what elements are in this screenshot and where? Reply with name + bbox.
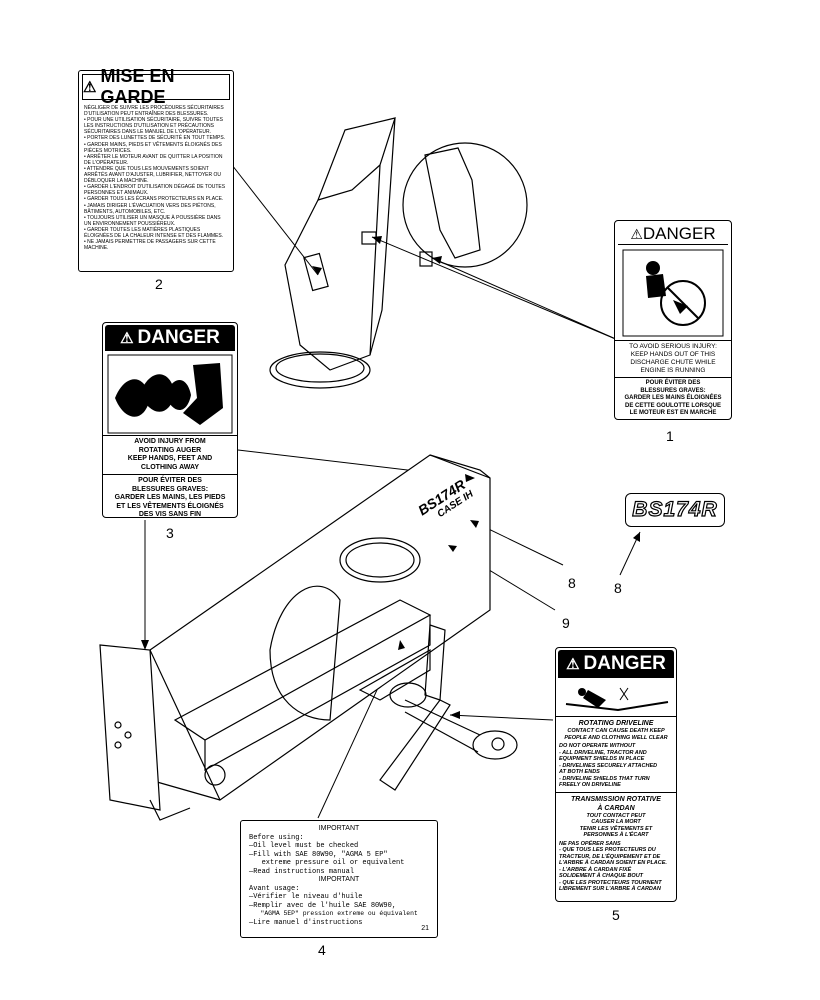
decal-5-en-list-line: EQUIPMENT SHIELDS IN PLACE — [559, 756, 645, 762]
warning-triangle-icon: ⚠ — [566, 656, 580, 673]
decal-5-english: ROTATING DRIVELINE CONTACT CAN CAUSE DEA… — [556, 716, 676, 789]
hitch-frame — [358, 624, 518, 791]
decal-3-title: DANGER — [137, 327, 220, 348]
decal-2-body-line: NÉGLIGER DE SUIVRE LES PROCÉDURES SÉCURI… — [84, 105, 224, 118]
decal-1-header: ⚠ DANGER — [618, 224, 728, 245]
decal-2-body-line: • TOUJOURS UTILISER UN MASQUE À POUSSIÈR… — [84, 214, 221, 227]
callout-8-decal: 8 — [614, 580, 622, 596]
decal-2-body-line: • PORTER DES LUNETTES DE SÉCURITÉ EN TOU… — [84, 135, 226, 142]
callout-8-machine: 8 — [568, 575, 576, 591]
decal-3-header: ⚠ DANGER — [105, 325, 235, 351]
decal-3-danger-auger: ⚠ DANGER AVOID INJURY FROM ROTATING AUGE… — [102, 322, 238, 518]
hand-in-chute-pictogram-icon — [622, 249, 724, 337]
decal-2-body-line: • ARRÊTER LE MOTEUR AVANT DE QUITTER LA … — [84, 153, 223, 166]
chute-detail-magnifier — [402, 142, 528, 268]
decal-2-title: MISE EN GARDE — [100, 66, 175, 107]
decal-2-body-line: • GARDER TOUS LES ÉCRANS PROTECTEURS EN … — [84, 196, 224, 203]
decal-2-body-line: • NE JAMAIS PERMETTRE DE PASSAGERS SUR C… — [84, 239, 216, 252]
decal-2-body-line: • GARDER TOUTES LES MATIÈRES PLASTIQUES … — [84, 226, 224, 239]
decal-1-english: TO AVOID SERIOUS INJURY: KEEP HANDS OUT … — [615, 340, 731, 375]
callout-4: 4 — [318, 942, 326, 958]
discharge-chute — [269, 117, 396, 389]
warning-triangle-icon: ⚠ — [120, 330, 134, 347]
decal-8-model-plate: BS174R — [625, 493, 725, 527]
decal-2-body: NÉGLIGER DE SUIVRE LES PROCÉDURES SÉCURI… — [79, 103, 233, 253]
decal-1-french: POUR ÉVITER DES BLESSURES GRAVES: GARDER… — [615, 377, 731, 418]
decal-2-mise-en-garde: ⚠ MISE EN GARDE NÉGLIGER DE SUIVRE LES P… — [78, 66, 234, 272]
decal-1-title: DANGER — [642, 224, 716, 243]
decal-3-english: AVOID INJURY FROM ROTATING AUGER KEEP HA… — [103, 435, 237, 472]
decal-2-body-line: • ATTENDRE QUE TOUS LES MOUVEMENTS SOIEN… — [84, 165, 221, 185]
decal-8-text: BS174R — [632, 497, 718, 521]
callout-2: 2 — [155, 276, 163, 292]
decal-5-title: DANGER — [583, 653, 666, 674]
callout-5: 5 — [612, 907, 620, 923]
decal-5-fr-list-line: TRACTEUR, DE L'ÉQUIPEMENT ET DE — [559, 853, 661, 860]
decal-5-en-list-line: - ALL DRIVELINE, TRACTOR AND — [559, 749, 647, 756]
decal-5-fr-list-line: SOLIDEMENT À CHAQUE BOUT — [559, 873, 644, 879]
decal-2-body-line: • POUR UNE UTILISATION SÉCURITAIRE, SUIV… — [84, 117, 223, 136]
decal-4-important-oil: IMPORTANT Before using: —Oil level must … — [240, 820, 438, 938]
driveline-entanglement-pictogram-icon — [565, 687, 669, 712]
decal-5-fr-list-line: LIBREMENT SUR L'ARBRE À CARDAN — [559, 886, 661, 892]
callout-9: 9 — [562, 615, 570, 631]
decal-5-fr-list-line: - QUE TOUS LES PROTECTEURS DU — [559, 847, 656, 853]
decal-5-fr-list-line: L'ARBRE À CARDAN SOIENT EN PLACE. — [559, 860, 667, 866]
decal-4-title-en: IMPORTANT — [318, 825, 360, 832]
decal-2-body-line: • GARDER L'ENDROIT D'UTILISATION DÉGAGÉ … — [84, 184, 226, 197]
decal-5-fr-list-line: - QUE LES PROTECTEURS TOURNENT — [559, 879, 662, 886]
callout-3: 3 — [166, 525, 174, 541]
blower-housing — [99, 454, 491, 821]
decal-2-header: ⚠ MISE EN GARDE — [82, 66, 230, 107]
decal-2-body-line: • JAMAIS DIRIGER L'ÉVACUATION VERS DES P… — [84, 202, 216, 215]
callout-1: 1 — [666, 428, 674, 444]
arrowheads — [141, 236, 640, 719]
decal-1-danger-chute: ⚠ DANGER TO AVOID SERIOUS INJURY: KEEP H… — [614, 220, 732, 420]
decal-5-en-list-line: - DRIVELINE SHIELDS THAT TURN — [559, 775, 650, 782]
warning-triangle-icon: ⚠ — [630, 225, 643, 242]
decal-4-title-fr: IMPORTANT — [318, 876, 360, 883]
decal-5-fr-list-line: - L'ARBRE À CARDAN FIXÉ — [559, 866, 632, 873]
decal-5-danger-driveline: ⚠ DANGER ROTATING DRIVELINE CONTACT CAN … — [555, 647, 677, 902]
decal-5-french: TRANSMISSION ROTATIVE À CARDAN TOUT CONT… — [556, 791, 676, 893]
decal-5-en-list-line: - DRIVELINES SECURELY ATTACHED — [559, 762, 658, 769]
decal-2-body-line: • GARDER MAINS, PIEDS ET VÊTEMENTS ÉLOIG… — [84, 141, 222, 154]
decal-3-french: POUR ÉVITER DES BLESSURES GRAVES: GARDER… — [103, 474, 237, 520]
rotating-auger-pictogram-icon — [107, 354, 233, 434]
warning-triangle-icon: ⚠ — [83, 79, 97, 96]
decal-5-en-list-line: AT BOTH ENDS — [559, 769, 600, 775]
decal-5-en-list-line: FREELY ON DRIVELINE — [559, 782, 621, 788]
decal-5-header: ⚠ DANGER — [558, 650, 674, 678]
decal-4-number: 21 — [421, 924, 429, 932]
